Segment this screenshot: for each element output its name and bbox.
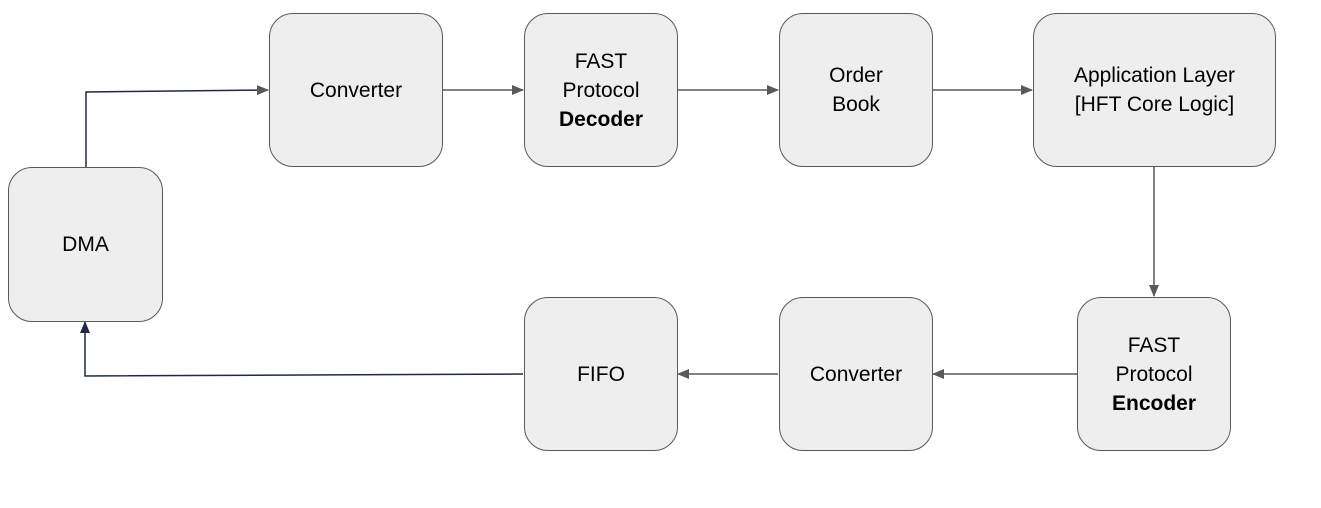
node-fast-protocol-decoder: FAST Protocol Decoder (524, 13, 678, 167)
node-order-book-line-1: Order (829, 64, 883, 87)
node-app-layer-line-1: Application Layer (1073, 64, 1236, 87)
node-fast-protocol-encoder: FAST Protocol Encoder (1077, 297, 1231, 451)
node-fifo-label: FIFO (577, 362, 625, 386)
node-order-book: Order Book (779, 13, 933, 167)
node-application-layer: Application Layer [HFT Core Logic] (1033, 13, 1276, 167)
node-converter-top-label: Converter (309, 78, 403, 102)
node-converter-top: Converter (269, 13, 443, 167)
node-decoder-line-2: Protocol (562, 78, 640, 102)
edge-fifo-to-dma (80, 321, 524, 377)
node-decoder-bold-label: Decoder (558, 107, 644, 131)
edge-dma-to-converter (85, 85, 269, 167)
node-order-book-line-2: Book (832, 93, 880, 116)
node-fifo: FIFO (524, 297, 678, 451)
node-decoder-line-1: FAST (574, 49, 628, 73)
node-encoder-line-1: FAST (1127, 333, 1181, 357)
node-converter-bottom-label: Converter (809, 362, 903, 386)
node-converter-bottom: Converter (779, 297, 933, 451)
node-encoder-bold-label: Encoder (1111, 391, 1197, 415)
node-dma-label: DMA (62, 233, 109, 256)
node-app-layer-line-2: [HFT Core Logic] (1074, 93, 1235, 116)
node-dma: DMA (8, 167, 163, 322)
node-encoder-line-2: Protocol (1115, 362, 1193, 386)
